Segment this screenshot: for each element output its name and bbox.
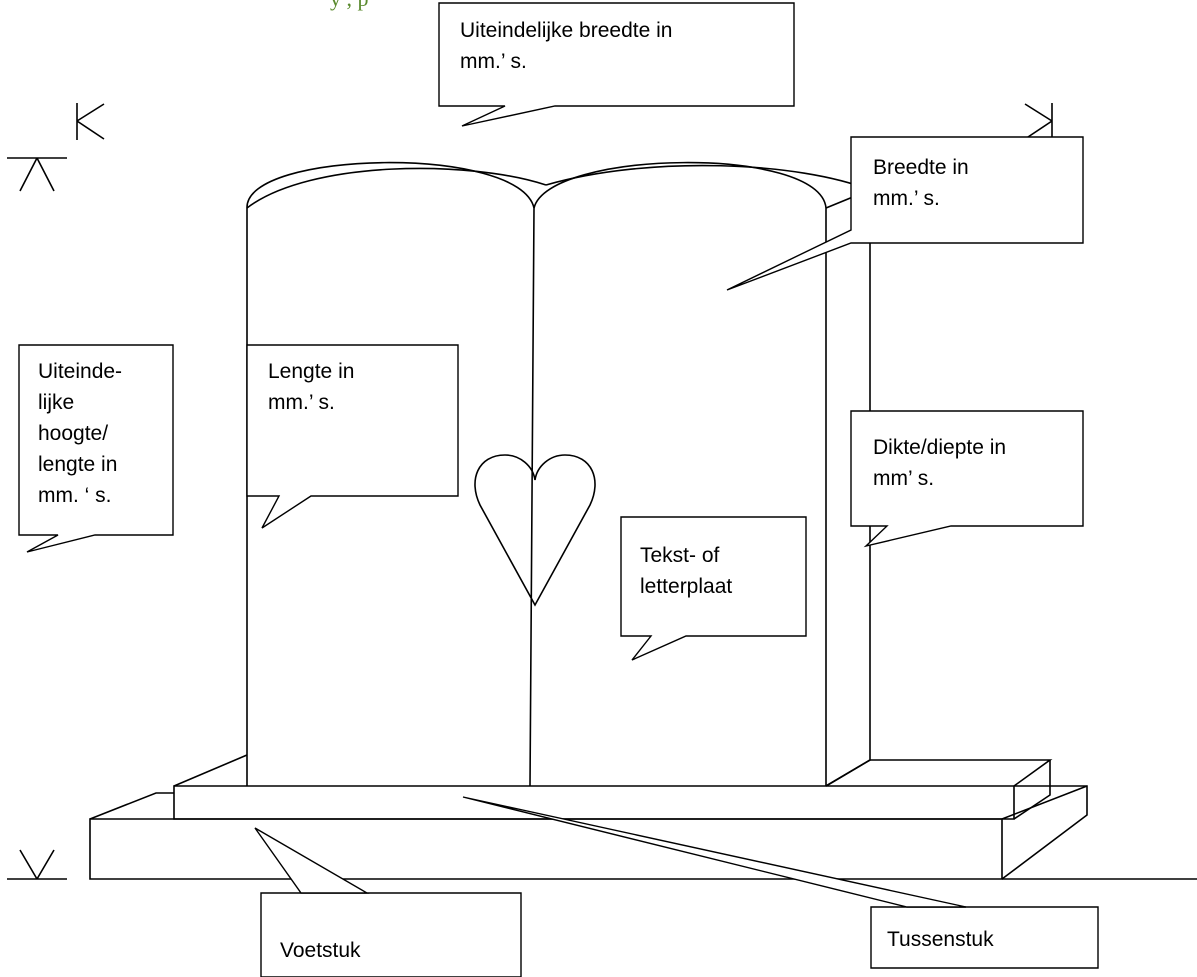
header-fragment: y , p (330, 0, 369, 12)
label-middle-piece: Tussenstuk (887, 928, 994, 951)
callout-base (260, 892, 522, 977)
callout-length (246, 344, 459, 529)
label-final-width: Uiteindelijke breedte in mm.’ s. (460, 19, 673, 73)
callout-text-plate (620, 516, 807, 661)
callout-width (726, 136, 1084, 291)
height-marker-bottom (7, 849, 67, 880)
dimension-markers (7, 103, 1053, 880)
left-page (246, 161, 535, 787)
label-base: Voetstuk (280, 939, 361, 962)
callout-final-height (18, 344, 174, 553)
label-width: Breedte in mm.’ s. (873, 156, 969, 210)
top-edge-left (246, 167, 547, 209)
callout-middle-piece-tail (462, 796, 967, 908)
width-marker-left (76, 103, 105, 140)
width-marker-right (1024, 103, 1053, 140)
label-thickness: Dikte/diepte in mm’ s. (873, 436, 1007, 490)
heart-shape (474, 454, 596, 607)
label-length: Lengte in mm.’ s. (268, 360, 355, 414)
base-piece (89, 785, 1197, 880)
label-text-plate: Tekst- of letterplaat (640, 544, 733, 598)
callout-base-tail (254, 827, 370, 894)
callout-thickness (850, 410, 1084, 548)
right-page (533, 161, 827, 786)
top-edge-right (545, 164, 871, 191)
callout-middle-piece (870, 906, 1099, 969)
callout-final-width (438, 2, 795, 127)
height-marker-top (7, 157, 67, 192)
middle-piece (173, 759, 1053, 820)
left-page-shadow (173, 754, 248, 787)
label-final-height: Uiteinde- lijke hoogte/ lengte in mm. ‘ … (38, 360, 123, 507)
